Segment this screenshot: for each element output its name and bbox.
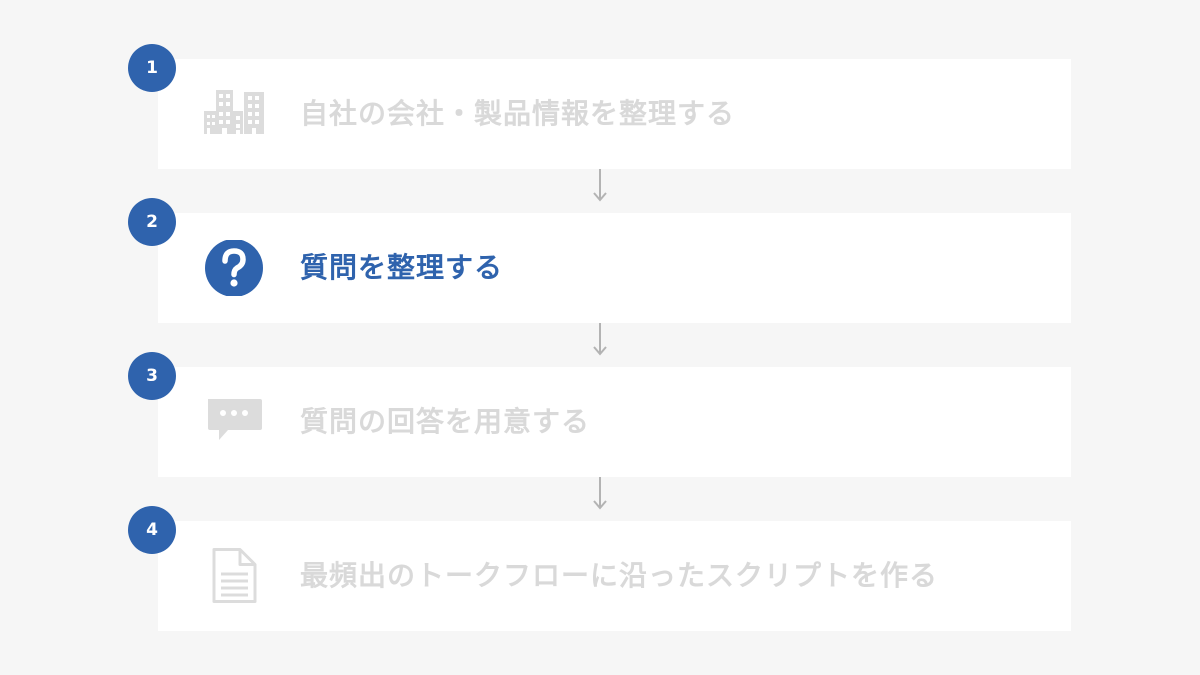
step-number-badge: 4 <box>128 506 176 554</box>
step-number-badge: 2 <box>128 198 176 246</box>
step-number-badge: 1 <box>128 44 176 92</box>
down-arrow-icon <box>593 169 607 202</box>
step-card-3: 質問の回答を用意する <box>158 367 1071 477</box>
step-card-4: 最頻出のトークフローに沿ったスクリプトを作る <box>158 521 1071 631</box>
step-card-2: 質問を整理する <box>158 213 1071 323</box>
down-arrow-icon <box>593 477 607 510</box>
down-arrow-icon <box>593 323 607 356</box>
step-card-1: 自社の会社・製品情報を整理する <box>158 59 1071 169</box>
step-label: 最頻出のトークフローに沿ったスクリプトを作る <box>300 559 939 592</box>
document-icon <box>202 548 266 604</box>
step-label: 自社の会社・製品情報を整理する <box>300 97 736 130</box>
step-number-badge: 3 <box>128 352 176 400</box>
question-mark-icon <box>202 240 266 296</box>
step-label: 質問の回答を用意する <box>300 405 591 438</box>
office-building-icon <box>202 86 266 142</box>
step-label: 質問を整理する <box>300 251 504 284</box>
speech-bubble-icon <box>202 394 266 450</box>
